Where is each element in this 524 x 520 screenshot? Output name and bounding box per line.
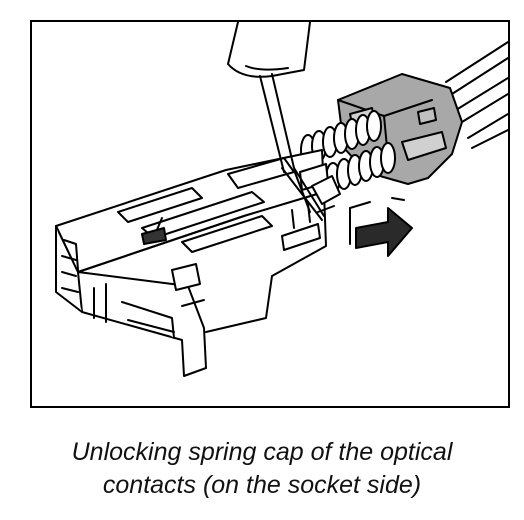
connector-housing: [55, 149, 329, 377]
optical-cables: [445, 41, 508, 149]
caption-line-1: Unlocking spring cap of the optical: [71, 438, 453, 466]
illustration-frame: [30, 20, 510, 408]
caption-line-2: contacts (on the socket side): [102, 471, 422, 499]
screwdriver-icon: [227, 22, 325, 221]
latch-edge: [317, 205, 335, 213]
direction-arrow-icon: [349, 197, 413, 257]
latch: [311, 175, 341, 205]
connector-illustration: [55, 22, 508, 377]
figure-caption: Unlocking spring cap of the optical cont…: [0, 436, 524, 502]
springs: [300, 110, 396, 198]
